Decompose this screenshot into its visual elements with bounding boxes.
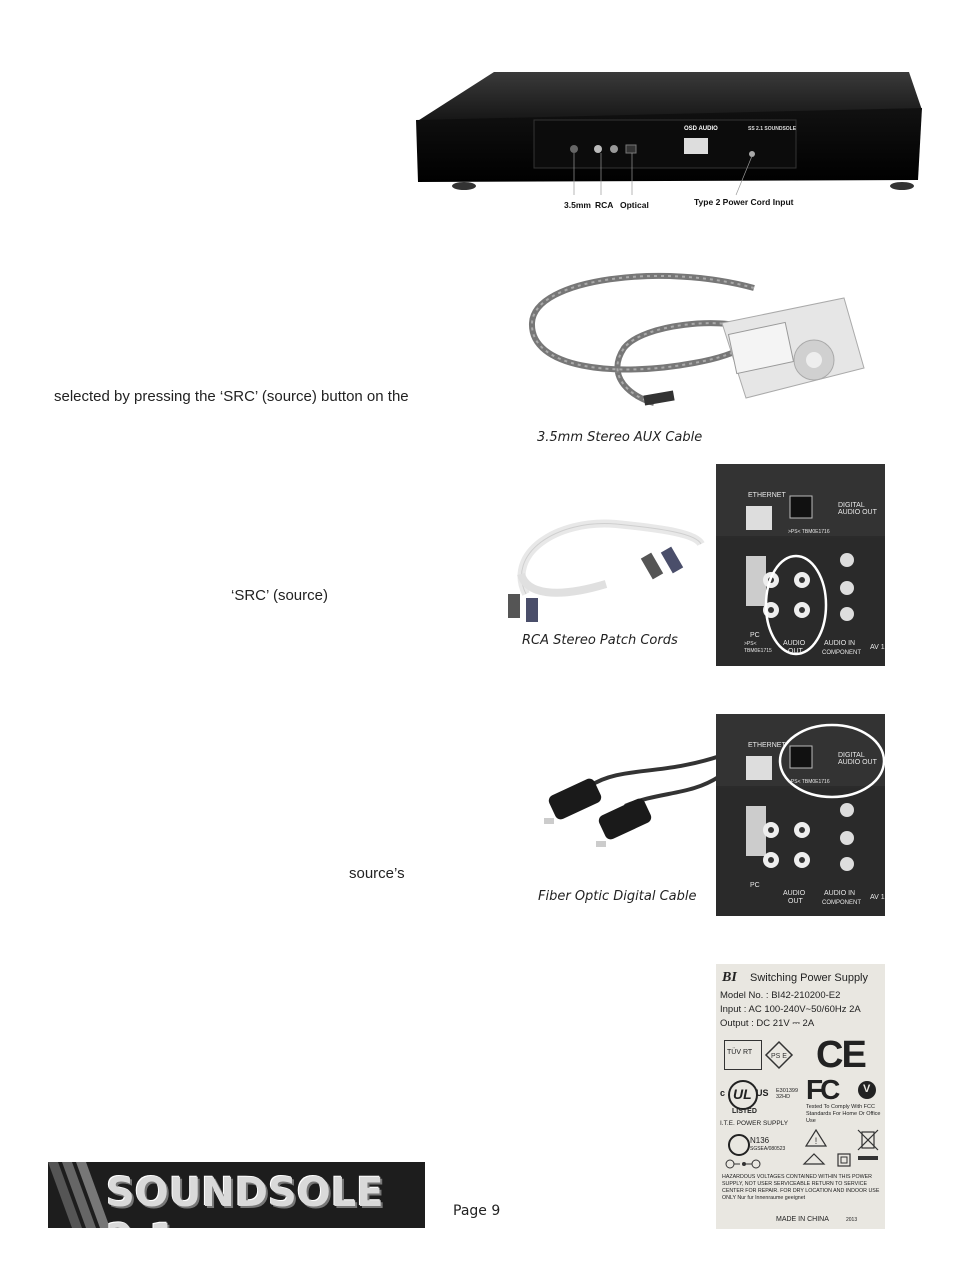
port-label-rca: RCA xyxy=(595,200,614,210)
psu-n136-sub: SGSEA/080523 xyxy=(750,1146,786,1152)
psu-date: 2013 xyxy=(846,1217,858,1223)
fcc-note: Tested To Comply With FCC Standards For … xyxy=(806,1104,881,1124)
tv-back-panel-rca-image: ETHERNET DIGITAL AUDIO OUT >PS< TBM0E171… xyxy=(716,464,885,666)
psu-model: Model No. : BI42-210200-E2 xyxy=(720,990,841,1001)
rca-cable-caption: RCA Stereo Patch Cords xyxy=(522,633,678,648)
aux-cable-image xyxy=(524,268,876,418)
psu-made-in: MADE IN CHINA xyxy=(776,1216,829,1223)
psu-input: Input : AC 100-240V~50/60Hz 2A xyxy=(720,1004,861,1015)
panel-ps-code: >PS< TBM0E1716 xyxy=(788,529,830,535)
panel-audio-in: AUDIO IN xyxy=(824,640,856,647)
ctick-mark-icon xyxy=(728,1134,750,1156)
svg-text:PS E: PS E xyxy=(771,1053,787,1060)
panel-digital-label-1: DIGITAL xyxy=(838,752,865,759)
soundbar-rear-image: 3.5mm RCA Optical Type 2 Power Cord Inpu… xyxy=(414,70,924,220)
brand-logo: OSD AUDIO xyxy=(684,126,718,132)
port-label-power: Type 2 Power Cord Input xyxy=(694,197,794,207)
port-label-optical: Optical xyxy=(620,200,649,210)
port-label-3.5mm: 3.5mm xyxy=(564,200,591,210)
psu-brand: BI xyxy=(722,970,737,985)
panel-ps-code-2: >PS< xyxy=(744,641,757,647)
ul-c: c xyxy=(720,1088,726,1098)
v-mark-icon: V xyxy=(858,1081,876,1099)
model-label: SS 2.1 SOUNDSOLE xyxy=(748,126,797,132)
panel-audio-out-1: AUDIO xyxy=(783,890,806,897)
aux-cable-caption: 3.5mm Stereo AUX Cable xyxy=(537,430,703,445)
ul-us: US xyxy=(756,1088,769,1098)
panel-ps-code-3: TBM0E1715 xyxy=(744,648,772,654)
polarity-icon xyxy=(725,1159,761,1169)
optical-cable-image xyxy=(540,746,722,866)
ul-listed: LISTED xyxy=(732,1108,757,1115)
psu-title: Switching Power Supply xyxy=(750,972,869,984)
rca-body-text: ‘SRC’ (source) xyxy=(231,587,328,604)
panel-ps-code: >PS< TBM0E1716 xyxy=(788,779,830,785)
optical-cable-caption: Fiber Optic Digital Cable xyxy=(538,889,697,904)
logo-text: SOUNDSOLE 2.1 xyxy=(106,1170,384,1228)
panel-digital-label-2: AUDIO OUT xyxy=(838,759,877,766)
psu-output: Output : DC 21V ⎓ 2A xyxy=(720,1018,815,1029)
psu-ite: I.T.E. POWER SUPPLY xyxy=(720,1120,789,1127)
panel-ethernet-label: ETHERNET xyxy=(748,742,786,749)
panel-digital-label-2: AUDIO OUT xyxy=(838,509,877,516)
fcc-mark-icon: FC xyxy=(806,1074,840,1105)
optical-body-text: source’s xyxy=(349,865,405,882)
logo-stripes-icon xyxy=(48,1162,108,1228)
safety-symbols-icon: ! xyxy=(802,1128,879,1167)
soundbar-body-graphic xyxy=(416,72,922,196)
panel-pc-label: PC xyxy=(750,632,760,639)
tuv-mark-icon: TÜV RT xyxy=(724,1040,762,1070)
ul-file: E301399 32HD xyxy=(776,1088,799,1100)
panel-av: AV 1 xyxy=(870,894,885,901)
soundsole-logo: SOUNDSOLE 2.1 xyxy=(48,1162,425,1228)
aux-body-text: selected by pressing the ‘SRC’ (source) … xyxy=(54,388,409,405)
page-number: Page 9 xyxy=(453,1203,501,1219)
panel-audio-out-1: AUDIO xyxy=(783,640,806,647)
panel-audio-out-2: OUT xyxy=(788,898,803,905)
panel-component: COMPONENT xyxy=(822,650,861,656)
panel-av: AV 1 xyxy=(870,644,885,651)
rca-cable-image xyxy=(496,514,706,624)
panel-audio-in: AUDIO IN xyxy=(824,890,856,897)
psu-warning: HAZARDOUS VOLTAGES CONTAINED WITHIN THIS… xyxy=(722,1174,880,1201)
power-supply-label-image: BI Switching Power Supply Model No. : BI… xyxy=(716,964,885,1229)
panel-component: COMPONENT xyxy=(822,900,861,906)
tv-back-panel-optical-image: ETHERNET DIGITAL AUDIO OUT >PS< TBM0E171… xyxy=(716,714,885,916)
ce-mark-icon: CE xyxy=(816,1034,867,1076)
panel-digital-label-1: DIGITAL xyxy=(838,502,865,509)
panel-pc-label: PC xyxy=(750,882,760,889)
ul-mark-icon: UL xyxy=(728,1080,758,1110)
svg-text:!: ! xyxy=(815,1136,818,1146)
psu-n136: N136 xyxy=(750,1136,770,1145)
panel-ethernet-label: ETHERNET xyxy=(748,492,786,499)
pse-mark-icon: PS E xyxy=(764,1040,794,1070)
panel-audio-out-2: OUT xyxy=(788,648,803,655)
